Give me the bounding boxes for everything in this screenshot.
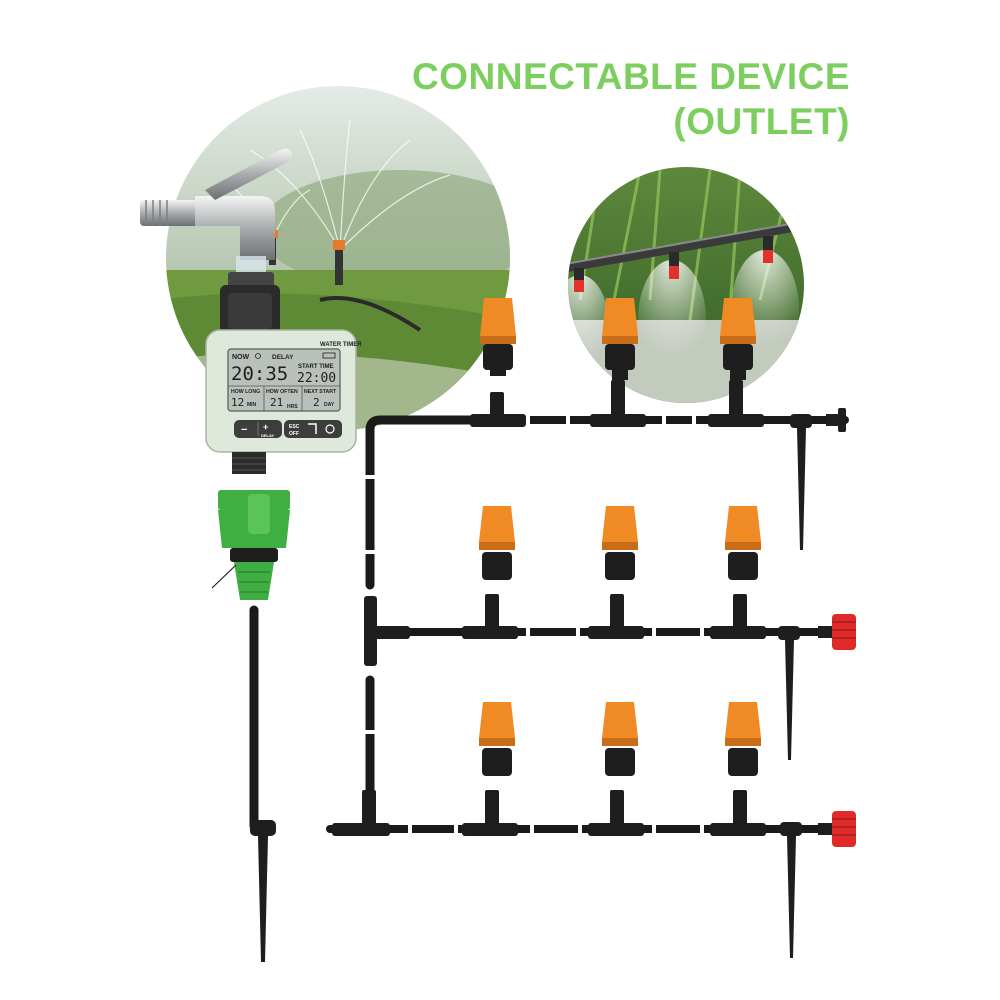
ground-stake-row1 — [790, 414, 812, 550]
timer-outlet-thread — [232, 452, 266, 474]
clock-icon — [255, 353, 261, 359]
red-end-plug — [818, 614, 856, 650]
tee-fitting — [462, 790, 518, 836]
cross-fitting — [364, 596, 410, 666]
water-tap — [140, 148, 292, 294]
mist-nozzles — [479, 298, 761, 776]
tee-fitting — [588, 790, 644, 836]
red-end-plug — [818, 811, 856, 847]
ground-stake-row3 — [780, 822, 802, 958]
minus-button[interactable]: − — [241, 424, 247, 436]
timer-brand-label: WATER TIMER — [320, 342, 362, 348]
mist-sprayer-photo — [568, 167, 804, 403]
tee-fittings — [332, 380, 766, 836]
tee-fitting — [462, 594, 518, 639]
tee-fitting — [588, 594, 644, 639]
lcd-start-time: 22:00 — [297, 371, 336, 386]
tee-fitting — [470, 392, 526, 427]
ground-stake-feed — [250, 820, 276, 962]
ground-stakes — [250, 414, 812, 962]
headline-line-1: CONNECTABLE DEVICE — [412, 56, 850, 97]
green-hose-adapter — [211, 490, 290, 600]
orange-nozzle — [479, 506, 515, 580]
tee-fitting — [590, 380, 646, 427]
orange-nozzle — [602, 702, 638, 776]
black-end-plug — [826, 408, 846, 432]
orange-nozzle — [725, 506, 761, 580]
lcd-next-start-value: 2 — [313, 396, 320, 409]
delay-button-label: DELAY — [261, 433, 275, 438]
tee-fitting — [710, 594, 766, 639]
orange-nozzle — [479, 702, 515, 776]
orange-nozzle — [602, 506, 638, 580]
mode-button-pad — [284, 420, 342, 438]
plus-button[interactable]: + — [263, 422, 268, 432]
off-button[interactable]: OFF — [289, 431, 299, 437]
lcd-how-long-value: 12 — [231, 396, 244, 409]
lcd-how-often-unit: HRS — [287, 404, 298, 410]
water-timer-device: WATER TIMER NOW DELAY 20:35 START TIME 2… — [205, 285, 362, 474]
lcd-how-long-label: HOW LONG — [231, 389, 260, 395]
tube-joints — [364, 414, 704, 835]
lcd-clock: 20:35 — [231, 363, 288, 385]
lcd-next-start-unit: DAY — [324, 402, 335, 408]
lcd-delay-label: DELAY — [272, 354, 294, 361]
lcd-screen — [227, 348, 341, 412]
lcd-now-label: NOW — [232, 354, 250, 361]
battery-icon — [322, 352, 336, 359]
end-plugs — [818, 408, 856, 847]
orange-nozzle — [602, 298, 638, 380]
manual-icon — [325, 424, 335, 434]
orange-nozzle — [720, 298, 756, 380]
lcd-how-often-label: HOW OFTEN — [266, 389, 298, 395]
lcd-next-start-label: NEXT START — [304, 389, 337, 395]
tap-icon — [308, 423, 317, 434]
orange-nozzle — [480, 298, 516, 376]
lcd-how-often-value: 21 — [270, 396, 283, 409]
ground-stake-row2 — [778, 626, 800, 760]
lcd-start-time-label: START TIME — [298, 364, 334, 370]
orange-nozzle — [725, 702, 761, 776]
tee-fitting — [710, 790, 766, 836]
tee-fitting — [332, 790, 390, 836]
lcd-how-long-unit: MIN — [247, 402, 257, 408]
headline-line-2: (OUTLET) — [673, 101, 850, 142]
tee-fitting — [708, 380, 764, 427]
esc-button[interactable]: ESC — [289, 424, 300, 430]
